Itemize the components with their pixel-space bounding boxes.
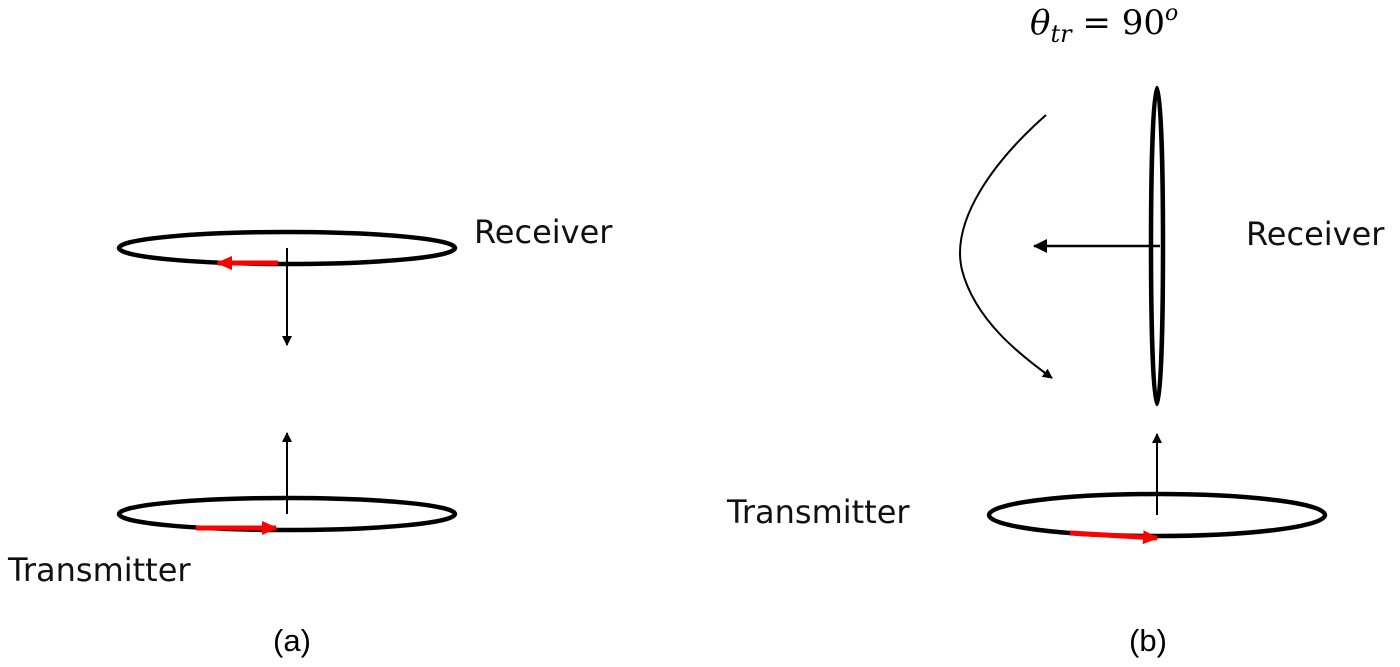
caption-b: (b) [1129, 623, 1167, 658]
panel-a: Receiver Transmitter (a) [7, 213, 613, 658]
transmitter-label-b: Transmitter [726, 493, 910, 531]
degree-superscript: o [1165, 1, 1178, 26]
transmitter-label-a: Transmitter [7, 551, 191, 589]
angle-value: = 90 [1072, 3, 1165, 43]
transmitter-loop-b [986, 433, 1328, 545]
caption-a: (a) [273, 623, 311, 658]
rotation-arrow [959, 114, 1053, 379]
transmitter-current-arrow [1069, 530, 1159, 545]
theta-subscript: tr [1050, 20, 1073, 48]
receiver-label-b: Receiver [1246, 215, 1385, 253]
transmitter-loop-a [116, 432, 458, 535]
receiver-loop-a [116, 229, 458, 346]
receiver-loop-b [1033, 85, 1166, 407]
receiver-label-a: Receiver [474, 213, 613, 251]
angle-label: θtr = 90o [1030, 1, 1178, 48]
theta-symbol: θ [1030, 3, 1050, 43]
panel-b: θtr = 90o Receiver Transmitter (b) [726, 1, 1385, 658]
